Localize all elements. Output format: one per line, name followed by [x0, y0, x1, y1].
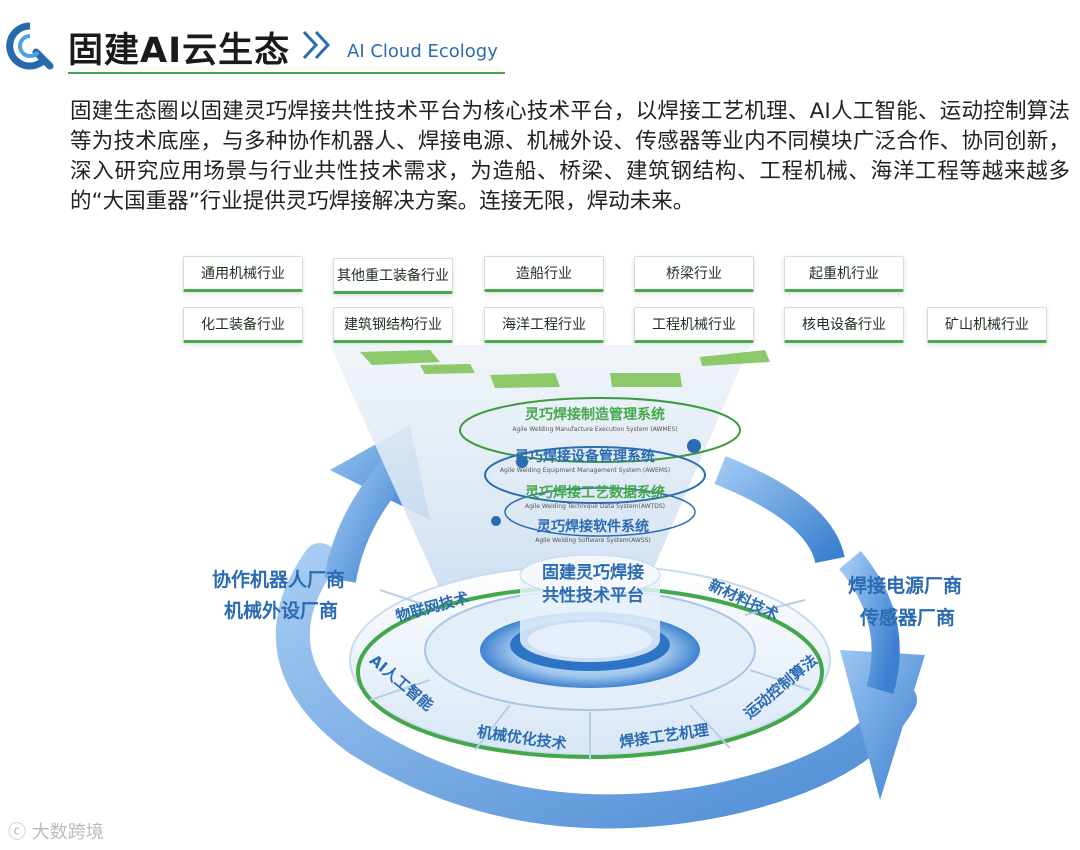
partner-label-right: 焊接电源厂商 [848, 575, 963, 597]
industry-tag: 造船行业 [484, 256, 604, 292]
system-label: 灵巧焊接软件系统 [537, 518, 649, 535]
industry-tag: 工程机械行业 [634, 307, 754, 343]
core-cylinder [520, 575, 660, 662]
system-label-en: Agile Welding Technique Data System(AWTD… [525, 503, 665, 510]
industry-tag: 海洋工程行业 [484, 307, 604, 343]
funnel [330, 345, 750, 600]
system-label-en: Agile Welding Equipment Management Syste… [500, 467, 670, 474]
logo-icon [6, 22, 54, 70]
ring-dividers [369, 589, 811, 760]
watermark-text: 大数跨境 [31, 822, 104, 843]
ecosystem-diagram: 灵巧焊接制造管理系统 Agile Welding Manufacture Exe… [275, 345, 925, 829]
page-subtitle: AI Cloud Ecology [347, 41, 498, 62]
system-label: 灵巧焊接工艺数据系统 [525, 484, 665, 501]
title-underline [68, 72, 505, 74]
industry-tag: 矿山机械行业 [927, 307, 1047, 343]
system-label: 灵巧焊接制造管理系统 [525, 406, 665, 423]
partner-label-left: 协作机器人厂商 [212, 569, 346, 591]
industry-tag: 建筑钢结构行业 [333, 307, 453, 343]
industry-tag: 其他重工装备行业 [333, 258, 453, 294]
industry-tag: 桥梁行业 [634, 256, 754, 292]
page-title: 固建AI云生态 [68, 31, 291, 71]
outer-ring-arc [275, 543, 917, 829]
system-orbit [484, 446, 706, 504]
watermark-logo-icon: ⓒ [8, 822, 32, 843]
orbit-dot [491, 516, 501, 526]
partner-label-right: 传感器厂商 [860, 607, 956, 629]
intro-paragraph: 固建生态圈以固建灵巧焊接共性技术平台为核心技术平台，以焊接工艺机理、AI人工智能… [70, 99, 1070, 214]
industry-tag: 起重机行业 [784, 256, 904, 292]
industry-tag: 核电设备行业 [784, 307, 904, 343]
system-orbit [504, 487, 696, 537]
industry-tag: 通用机械行业 [183, 256, 303, 292]
chevron-right-icon [302, 30, 331, 60]
system-label-en: Agile Welding Software System(AWSS) [535, 537, 651, 544]
system-label-en: Agile Welding Manufacture Execution Syst… [512, 426, 677, 433]
core-label-line1: 固建灵巧焊接 [542, 562, 644, 583]
right-arrow-arc [714, 456, 845, 564]
partner-label-left: 机械外设厂商 [224, 600, 339, 622]
funnel-top-panels [360, 350, 770, 388]
core-label-line2: 共性技术平台 [542, 585, 644, 606]
watermark: ⓒ 大数跨境 [8, 818, 104, 844]
orbit-dot [516, 456, 528, 468]
industry-tag: 化工装备行业 [183, 307, 303, 343]
system-orbit [459, 397, 741, 463]
system-label: 灵巧焊接设备管理系统 [515, 448, 655, 465]
right-arrow-head [840, 650, 925, 800]
orbit-dot [687, 439, 701, 453]
